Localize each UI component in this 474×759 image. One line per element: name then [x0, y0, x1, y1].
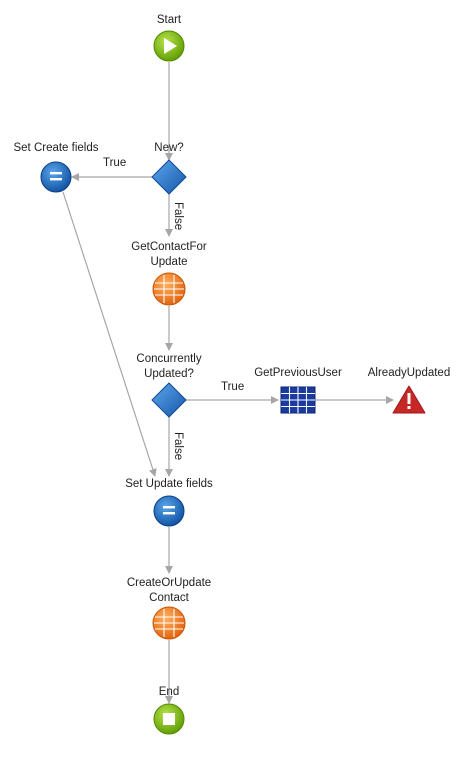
connectors [62, 62, 394, 704]
new-true-edge-label: True [103, 157, 127, 169]
get-contact-for-update-node[interactable] [152, 272, 186, 306]
new-false-edge-label: False [172, 202, 184, 231]
already-updated-node[interactable] [392, 385, 426, 414]
diamond-icon [151, 159, 187, 195]
concurrently-updated-decision-node[interactable] [151, 382, 187, 418]
grid-circle-icon [154, 275, 184, 303]
concurrent-label-line2: Updated? [144, 368, 194, 380]
start-node[interactable] [153, 30, 185, 62]
diamond-icon [151, 382, 187, 418]
end-node[interactable] [153, 703, 185, 735]
play-icon [164, 38, 177, 54]
already-updated-label: AlreadyUpdated [367, 367, 451, 379]
set-update-fields-label: Set Update fields [125, 478, 213, 490]
create-or-update-contact-node[interactable] [152, 606, 186, 640]
new-decision-node[interactable] [151, 159, 187, 195]
stop-icon [163, 713, 175, 725]
connector-set-create-to-set-update[interactable] [62, 191, 157, 477]
table-grid-icon [281, 387, 315, 413]
concurrent-label-line1: Concurrently [136, 353, 202, 365]
end-label: End [158, 686, 180, 698]
grid-circle-icon [154, 609, 184, 637]
create-or-update-label-line1: CreateOrUpdate [126, 577, 212, 589]
equals-icon [163, 506, 175, 515]
get-contact-label-line1: GetContactFor [131, 241, 207, 253]
set-create-fields-label: Set Create fields [13, 142, 99, 154]
set-create-fields-node[interactable] [40, 161, 72, 193]
set-update-fields-node[interactable] [153, 495, 185, 527]
create-or-update-label-line2: Contact [149, 592, 189, 604]
get-previous-user-node[interactable] [280, 386, 316, 414]
start-label: Start [156, 14, 182, 26]
new-decision-label: New? [154, 142, 184, 154]
concurrent-true-edge-label: True [221, 381, 245, 393]
get-contact-label-line2: Update [150, 256, 188, 268]
equals-icon [50, 172, 62, 181]
concurrent-false-edge-label: False [172, 432, 184, 461]
get-previous-user-label: GetPreviousUser [254, 367, 342, 379]
